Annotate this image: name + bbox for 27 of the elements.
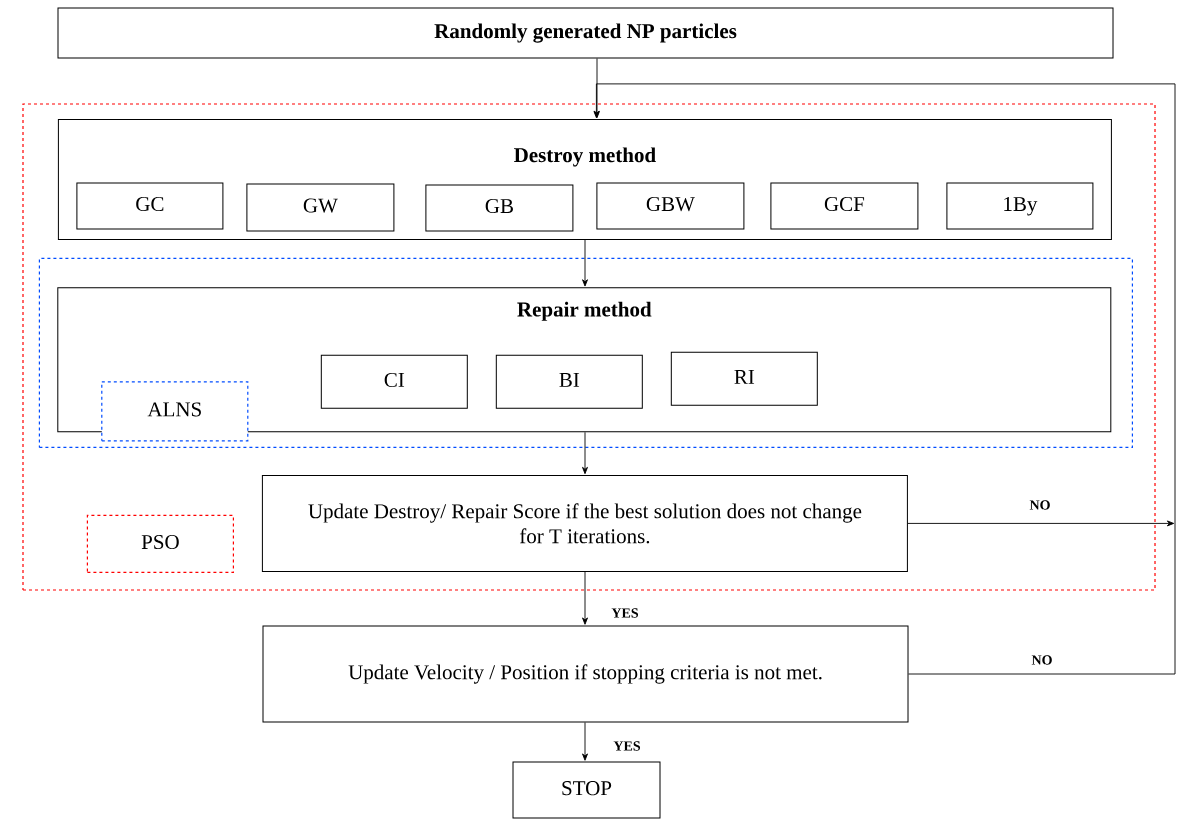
method-box: RI	[670, 351, 818, 406]
arrow	[582, 571, 588, 625]
method-box: GBW	[596, 182, 745, 230]
process-box: Update Destroy/ Repair Score if the best solution does not change for T iterations.	[261, 474, 908, 572]
label-box: PSO	[86, 514, 234, 573]
arrow	[582, 239, 588, 287]
method-box: GC	[76, 182, 224, 230]
process-box: Randomly generated NP particles	[57, 7, 1114, 59]
method-box: GCF	[770, 182, 919, 230]
method-box: GW	[246, 183, 395, 232]
dashed-region	[38, 257, 1133, 448]
arrow	[907, 520, 1175, 527]
edge-label: YES	[611, 608, 639, 618]
arrow	[582, 431, 588, 475]
method-box: GB	[425, 184, 574, 232]
edge-label: NO	[1029, 500, 1050, 510]
arrow	[593, 83, 1176, 675]
arrow	[582, 722, 588, 761]
method-box: 1By	[946, 182, 1094, 230]
label-box: ALNS	[101, 381, 249, 442]
edge-label: YES	[613, 741, 641, 751]
process-box: STOP	[512, 761, 661, 819]
edge-label: NO	[1031, 655, 1052, 665]
method-box: BI	[495, 354, 643, 409]
process-box: Update Velocity / Position if stopping criteria is not met.	[262, 625, 909, 723]
method-box: CI	[320, 354, 468, 409]
dashed-region	[22, 103, 1156, 591]
